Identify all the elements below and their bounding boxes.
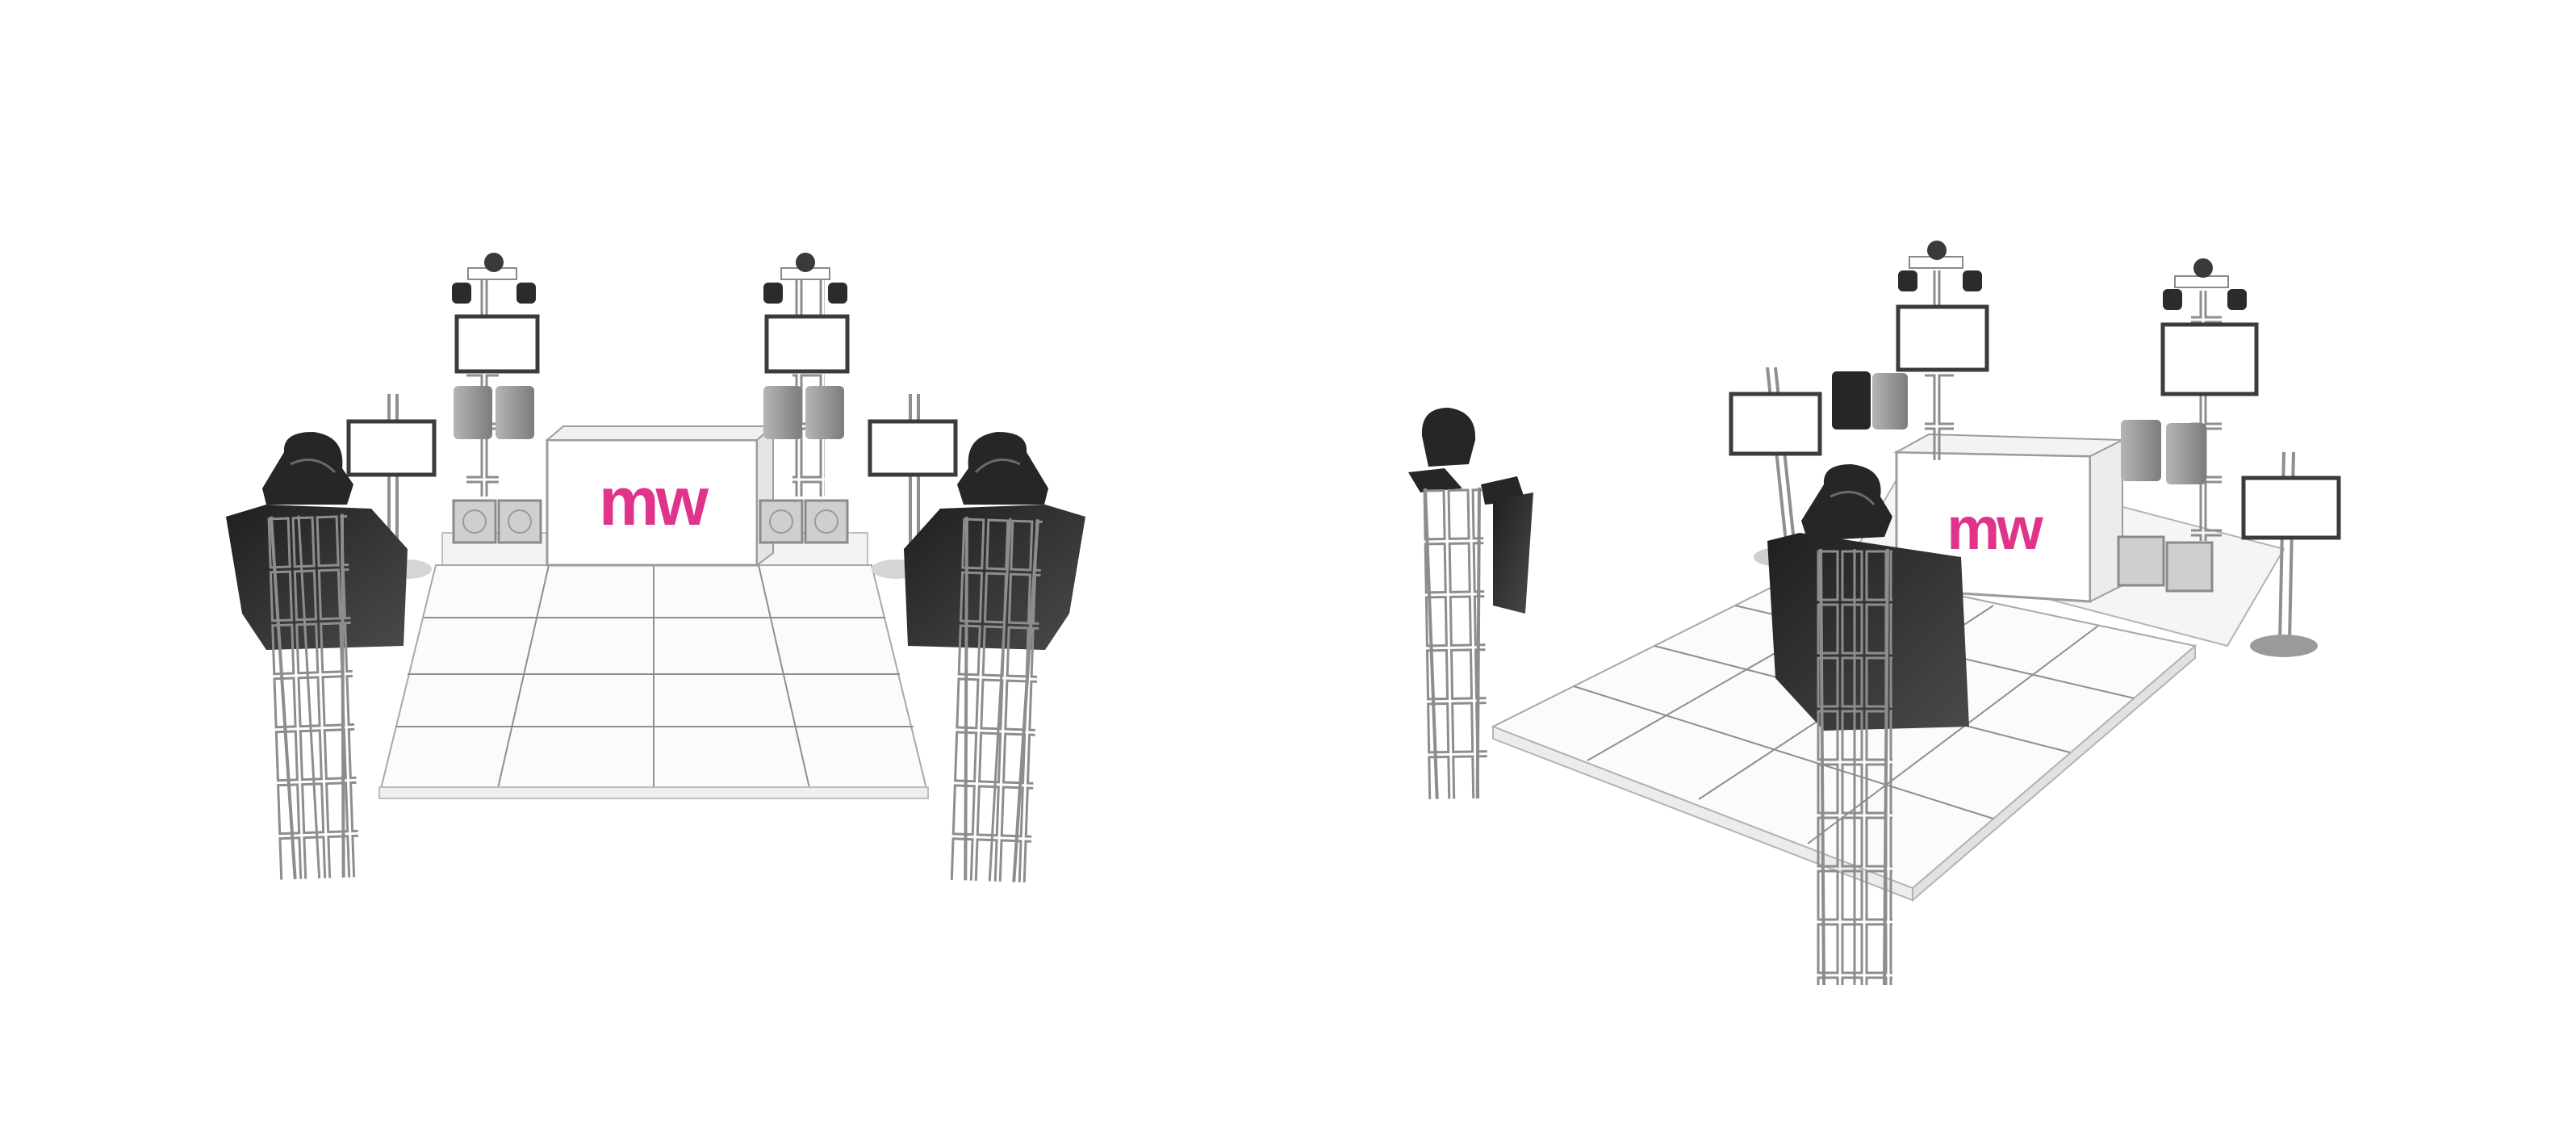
booth-logo: mw <box>599 463 709 539</box>
speaker-icon <box>1832 371 1871 430</box>
front-view: mw <box>226 253 1085 883</box>
moving-head-light-icon <box>1421 408 1476 467</box>
monitor-screen-icon <box>1729 392 1822 456</box>
rear-tower-right <box>2117 258 2259 593</box>
front-truss-right <box>904 432 1085 883</box>
speaker-icon <box>454 386 492 439</box>
monitor-screen-icon <box>346 419 437 477</box>
rear-tower-left <box>452 253 542 544</box>
monitor-screen-icon <box>2241 476 2341 540</box>
subwoofer-icon <box>452 499 497 544</box>
subwoofer-icon <box>2117 535 2165 587</box>
speaker-icon <box>1493 492 1533 614</box>
monitor-screen-icon <box>764 314 850 374</box>
speaker-icon <box>2166 423 2206 484</box>
moving-head-light-icon <box>484 253 504 272</box>
subwoofer-icon <box>497 499 542 544</box>
truss-icon <box>266 513 360 880</box>
moving-head-light-icon <box>2193 258 2213 278</box>
speaker-icon <box>1872 373 1908 430</box>
floor-grid <box>395 564 914 796</box>
speaker-icon <box>763 386 802 439</box>
moving-head-light-icon <box>957 432 1048 505</box>
truss-icon <box>949 517 1043 883</box>
front-truss-right <box>1767 464 1969 986</box>
rear-tower-right <box>759 253 850 544</box>
moving-head-light-icon <box>1801 464 1892 541</box>
monitor-screen-icon <box>1896 304 1989 372</box>
monitor-screen-icon <box>2160 322 2259 396</box>
monitor-screen-icon <box>868 419 958 477</box>
perspective-view: mw <box>1408 241 2341 986</box>
truss-icon <box>1422 487 1488 799</box>
truss-icon <box>1816 548 1892 986</box>
speaker-icon <box>805 386 844 439</box>
subwoofer-icon <box>804 499 849 544</box>
booth-logo: mw <box>1947 495 2043 562</box>
moving-head-light-icon <box>262 432 353 505</box>
speaker-icon <box>496 386 534 439</box>
moving-head-light-icon <box>796 253 815 272</box>
subwoofer-icon <box>2165 541 2214 593</box>
speaker-icon <box>2121 420 2161 481</box>
front-truss-left <box>226 432 408 880</box>
dj-booth: mw <box>545 424 776 567</box>
moving-head-light-icon <box>1927 241 1947 260</box>
monitor-screen-icon <box>454 314 540 374</box>
side-monitor-right <box>2241 451 2341 657</box>
rear-tower-left <box>1832 241 1989 460</box>
front-truss-left <box>1408 408 1533 799</box>
subwoofer-icon <box>759 499 804 544</box>
